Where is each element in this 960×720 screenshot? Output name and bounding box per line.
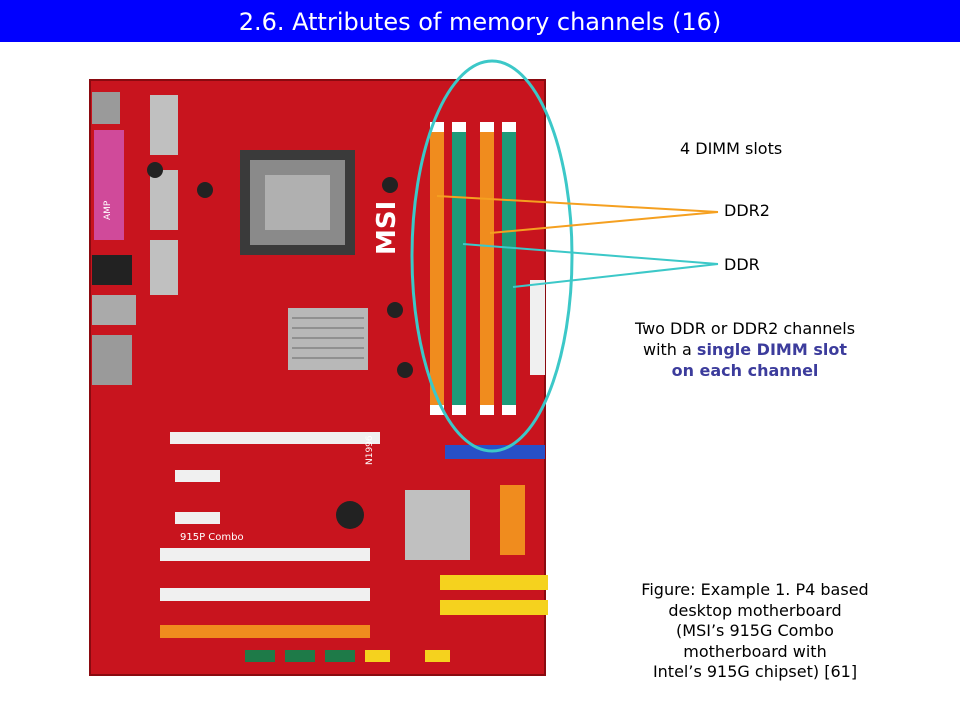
motherboard-image: AMP MSI 915P Combo N1996 bbox=[60, 70, 570, 680]
caption-line-1: Figure: Example 1. P4 based bbox=[641, 580, 869, 599]
model-text: 915P Combo bbox=[180, 532, 244, 543]
n1996-text: N1996 bbox=[365, 435, 375, 465]
channels-line-1: Two DDR or DDR2 channels bbox=[634, 319, 856, 338]
msi-logo-text: MSI bbox=[372, 201, 402, 255]
channels-line-2: with a single DIMM slot bbox=[600, 339, 890, 360]
channels-line-3: on each channel bbox=[671, 361, 819, 380]
channels-line-2-text: with a bbox=[643, 340, 697, 359]
single-dimm-slot-emphasis: single DIMM slot bbox=[696, 340, 847, 359]
amp-text: AMP bbox=[103, 200, 113, 220]
channels-description: Two DDR or DDR2 channels with a single D… bbox=[600, 318, 890, 381]
slide-title: 2.6. Attributes of memory channels (16) bbox=[0, 0, 960, 42]
ddr-label: DDR bbox=[724, 255, 760, 274]
ddr2-label: DDR2 bbox=[724, 201, 770, 220]
figure-caption: Figure: Example 1. P4 based desktop moth… bbox=[605, 580, 905, 683]
caption-line-4: motherboard with bbox=[683, 641, 827, 661]
dimm-slots-label: 4 DIMM slots bbox=[680, 139, 783, 158]
caption-line-3: (MSI’s 915G Combo bbox=[676, 621, 834, 640]
caption-line-5: Intel’s 915G chipset) [61] bbox=[652, 662, 858, 681]
caption-line-2: desktop motherboard bbox=[668, 600, 842, 620]
